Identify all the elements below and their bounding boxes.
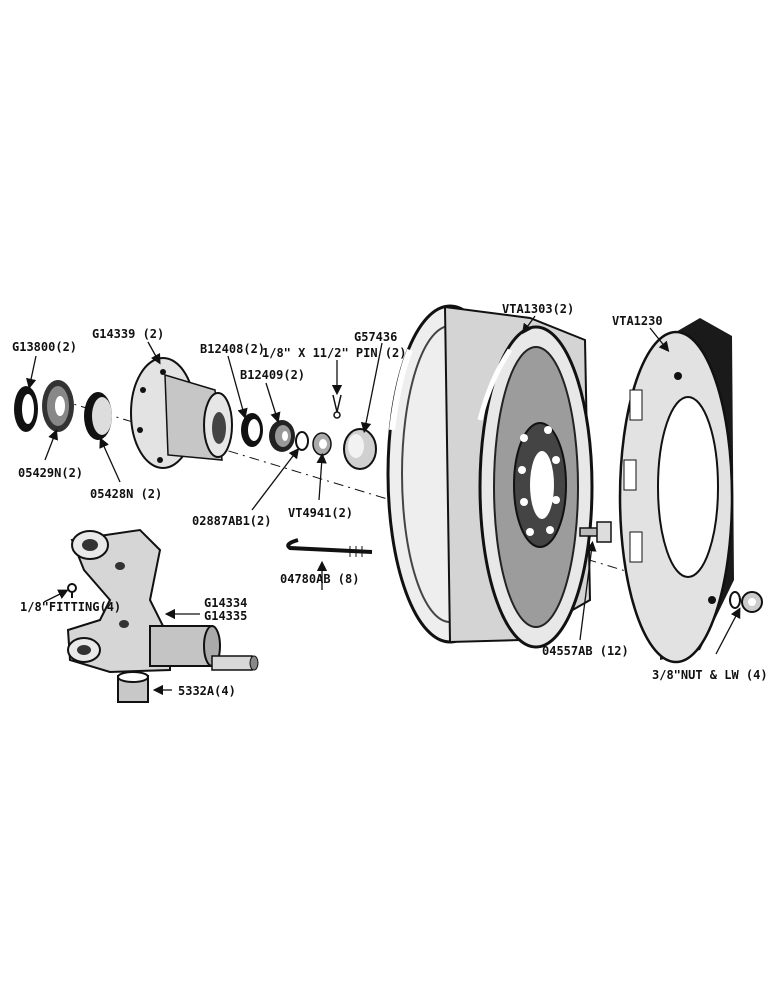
washer-02887ab1 — [295, 431, 309, 451]
bearing-cone-b12409 — [269, 420, 295, 452]
wheel-hub-g14339 — [130, 357, 233, 469]
bearing-cup-g13800 — [14, 386, 38, 432]
label-fitting: 1/8"FITTING(4) — [20, 600, 122, 614]
label-g14335: G14335 — [204, 609, 248, 623]
label-vta1303: VTA1303(2) — [502, 302, 575, 316]
label-nut-lockwasher: 3/8"NUT & LW (4) — [652, 668, 768, 682]
hub-cap-g57436 — [343, 428, 377, 470]
leader-lines — [26, 315, 741, 696]
label-5332a: 5332A(4) — [178, 684, 236, 698]
nut-and-lockwasher — [729, 591, 763, 613]
castle-nut-vt4941 — [312, 432, 332, 456]
bushing-5332a — [117, 671, 149, 703]
label-05428n: 05428N (2) — [90, 487, 163, 501]
wheel-weight-vta1230 — [618, 318, 734, 664]
grease-fitting — [67, 583, 77, 598]
label-vt4941: VT4941(2) — [288, 506, 354, 520]
label-05429n: 05429N(2) — [18, 466, 84, 480]
bearing-cone-05429n — [42, 380, 74, 432]
label-g14339: G14339 (2) — [92, 327, 165, 341]
steering-spindle-g14334 — [66, 528, 259, 674]
bearing-cup-05428n — [84, 392, 112, 440]
label-04557ab: 04557AB (12) — [542, 644, 629, 658]
label-04780ab: 04780AB (8) — [280, 572, 360, 586]
cotter-pin — [332, 394, 342, 419]
hook-bolt-04780ab — [286, 538, 373, 557]
label-g57436: G57436 — [354, 330, 398, 344]
label-b12409: B12409(2) — [240, 368, 306, 382]
label-g14334: G14334 — [204, 596, 248, 610]
label-g13800: G13800(2) — [12, 340, 78, 354]
bearing-cup-b12408 — [241, 413, 263, 447]
bolt-04557ab — [579, 521, 612, 543]
label-vta1230: VTA1230 — [612, 314, 663, 328]
label-cotter-pin: 1/8" X 11/2" PIN (2) — [262, 346, 407, 360]
wheel-rim-vta1303 — [386, 304, 594, 649]
label-b12408: B12408(2) — [200, 342, 266, 356]
label-02887ab1: 02887AB1(2) — [192, 514, 272, 528]
